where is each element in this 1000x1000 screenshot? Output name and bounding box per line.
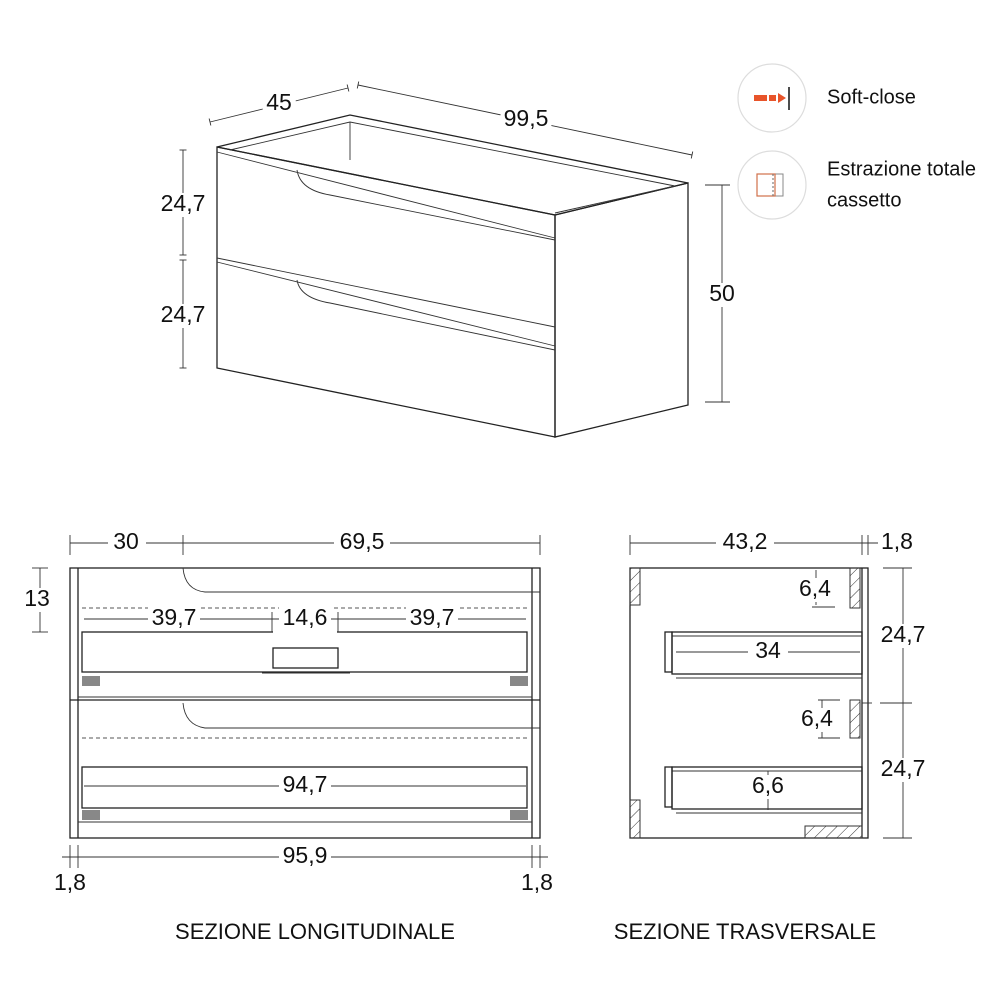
dim-basin-depth: 13 [24, 585, 50, 611]
dim-right: 69,5 [340, 528, 385, 554]
dim-side-left: 1,8 [54, 869, 86, 895]
dim-total-height: 50 [709, 280, 735, 306]
full-extension-drawer-icon [737, 150, 807, 220]
longitudinal-dimensions: 30 69,5 13 39,7 14,6 39,7 94,7 95,9 1,8 … [22, 528, 553, 895]
dim-depth: 45 [266, 89, 292, 115]
soft-close-icon [737, 63, 807, 133]
perspective-dimensions: 45 99,5 24,7 24,7 50 [158, 81, 737, 403]
cabinet-perspective [216, 114, 689, 438]
dim-height-bottom: 24,7 [881, 755, 926, 781]
dim-drawer-left: 39,7 [152, 604, 197, 630]
dim-drawer-inner: 6,6 [752, 772, 784, 798]
dim-gap-top: 6,4 [799, 575, 831, 601]
longitudinal-section-title: SEZIONE LONGITUDINALE [175, 919, 455, 944]
dim-drawer-bottom: 94,7 [283, 771, 328, 797]
dim-depth: 43,2 [723, 528, 768, 554]
dim-inner: 95,9 [283, 842, 328, 868]
full-extension-label-line1: Estrazione totale [827, 158, 976, 180]
dim-gap-mid: 6,4 [801, 705, 833, 731]
feature-soft-close: Soft-close [737, 63, 916, 133]
transversal-section [629, 567, 872, 839]
dim-height-top: 24,7 [881, 621, 926, 647]
dim-siphon: 14,6 [283, 604, 328, 630]
dim-drawer-right: 39,7 [410, 604, 455, 630]
full-extension-label-line2: cassetto [827, 189, 901, 211]
dim-width: 99,5 [504, 105, 549, 131]
dim-back: 1,8 [881, 528, 913, 554]
transversal-dimensions: 43,2 1,8 6,4 6,4 34 6,6 24,7 24,7 [629, 528, 928, 839]
dim-drawer-height-bottom: 24,7 [161, 301, 206, 327]
dim-left: 30 [113, 528, 139, 554]
dim-drawer-height-top: 24,7 [161, 190, 206, 216]
dim-side-right: 1,8 [521, 869, 553, 895]
transversal-section-title: SEZIONE TRASVERSALE [614, 919, 876, 944]
dim-drawer-depth: 34 [755, 637, 781, 663]
soft-close-label: Soft-close [827, 86, 916, 108]
feature-full-extension: Estrazione totale cassetto [737, 150, 976, 220]
